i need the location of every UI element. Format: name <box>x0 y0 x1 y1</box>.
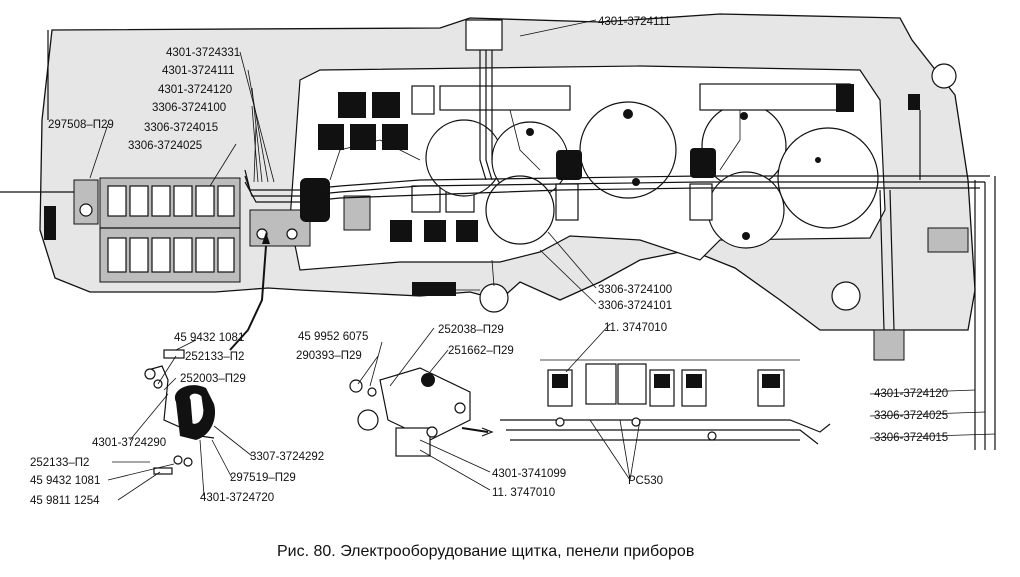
label-4301-3741099: 4301-3741099 <box>492 468 566 480</box>
label-pc530: РС530 <box>628 475 663 487</box>
relay-holder <box>349 367 494 457</box>
instrument-panel <box>0 13 976 331</box>
part-labels: 4301-3724331 4301-3724111 4301-3724120 3… <box>30 16 948 507</box>
label-45-9811-1254: 45 9811 1254 <box>30 495 100 507</box>
label-251662-p29: 251662–П29 <box>448 345 514 357</box>
label-4301-3724111-left: 4301-3724111 <box>162 65 234 77</box>
label-3306-3724100-mid: 3306-3724100 <box>598 284 672 296</box>
label-45-9952-6075: 45 9952 6075 <box>298 331 368 343</box>
label-252003-p29: 252003–П29 <box>180 373 246 385</box>
label-45-9432-1081-a: 45 9432 1081 <box>174 332 244 344</box>
label-3306-3724025-top: 3306-3724025 <box>128 140 202 152</box>
label-252133-p2-b: 252133–П2 <box>30 457 89 469</box>
label-252133-p2-a: 252133–П2 <box>185 351 244 363</box>
bracket-assembly <box>144 349 216 475</box>
label-45-9432-1081-b: 45 9432 1081 <box>30 475 100 487</box>
label-4301-3724720: 4301-3724720 <box>200 492 274 504</box>
label-4301-3724111-top: 4301-3724111 <box>598 16 670 28</box>
label-3306-3724015-right: 3306-3724015 <box>874 432 948 444</box>
label-297519-p29: 297519–П29 <box>230 472 296 484</box>
label-4301-3724120-right: 4301-3724120 <box>874 388 948 400</box>
pointer-arrow <box>229 245 267 351</box>
label-4301-3724290: 4301-3724290 <box>92 437 166 449</box>
label-3306-3724101: 3306-3724101 <box>598 300 672 312</box>
label-3306-3724025-right: 3306-3724025 <box>874 410 948 422</box>
leader-lines <box>89 19 996 501</box>
label-290393-p29: 290393–П29 <box>296 350 362 362</box>
label-297508-p29: 297508–П29 <box>48 119 114 131</box>
label-3306-3724015-top: 3306-3724015 <box>144 122 218 134</box>
label-11-3747010-top: 11. 3747010 <box>604 322 667 334</box>
label-3307-3724292: 3307-3724292 <box>250 451 324 463</box>
label-11-3747010-bottom: 11. 3747010 <box>492 487 555 499</box>
label-4301-3724331: 4301-3724331 <box>166 47 240 59</box>
label-252038-p29: 252038–П29 <box>438 324 504 336</box>
label-4301-3724120-top: 4301-3724120 <box>158 84 232 96</box>
relay-rack <box>500 329 905 445</box>
figure-caption: Рис. 80. Электрооборудование щитка, пене… <box>277 543 694 560</box>
label-3306-3724100-top: 3306-3724100 <box>152 102 226 114</box>
wiring-harness <box>47 30 996 450</box>
switch-block <box>99 177 241 283</box>
